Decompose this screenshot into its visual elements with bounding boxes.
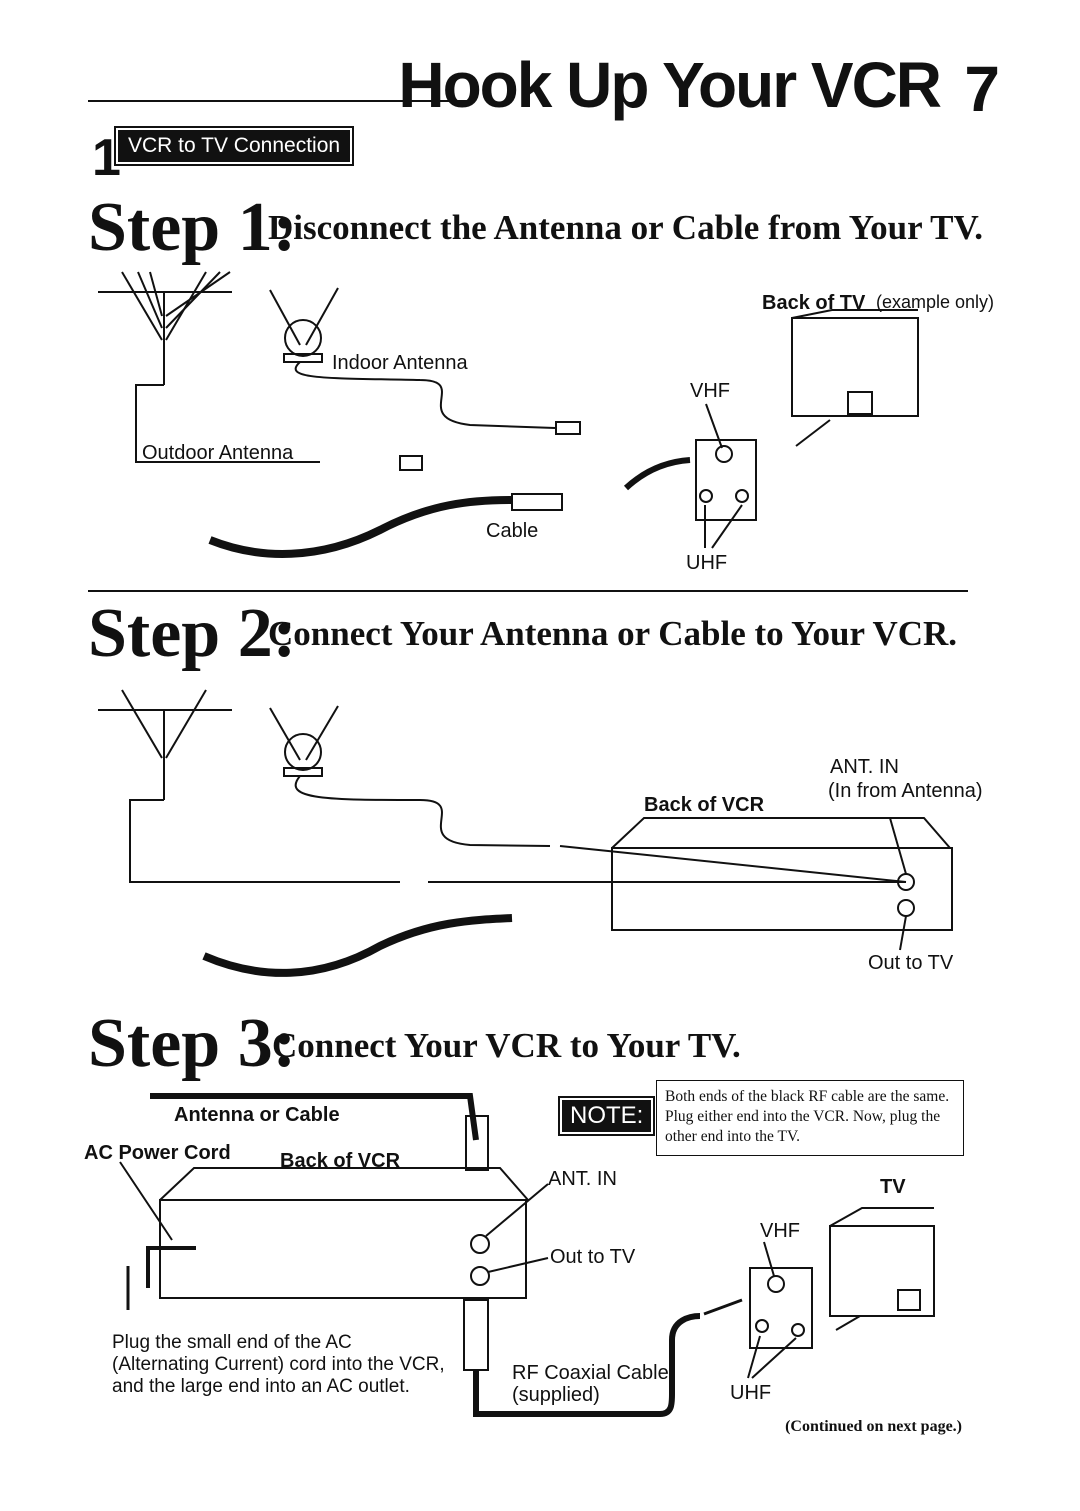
indoor-antenna-label: Indoor Antenna (332, 352, 468, 374)
vcr-back-icon-2 (428, 817, 953, 951)
vhf-label-3: VHF (760, 1220, 800, 1242)
outdoor-antenna-icon-2 (98, 689, 400, 883)
ac-caption-line-3: and the large end into an AC outlet. (112, 1375, 410, 1397)
rf-coaxial-cable-icon (473, 1313, 701, 1417)
antenna-or-cable-label: Antenna or Cable (174, 1104, 340, 1126)
antenna-cable-line-3 (150, 1093, 479, 1141)
cable-icon-2 (202, 914, 513, 977)
tv-label: TV (880, 1176, 906, 1198)
continued-note: (Continued on next page.) (785, 1418, 962, 1435)
step1-heading: Step 1: (88, 189, 297, 266)
outdoor-antenna-icon (98, 271, 320, 463)
back-of-vcr-label-3: Back of VCR (280, 1150, 401, 1172)
out-to-tv-label-3: Out to TV (550, 1246, 636, 1268)
uhf-label-1: UHF (686, 552, 728, 574)
page-number: 7 (964, 53, 1000, 125)
ac-power-cord-label: AC Power Cord (84, 1142, 231, 1164)
page-title: Hook Up Your VCR (398, 49, 942, 121)
divider-1 (88, 590, 968, 592)
out-to-tv-label-2: Out to TV (868, 952, 954, 974)
rf-cable-label-1: RF Coaxial Cable (512, 1362, 669, 1384)
cable-label: Cable (486, 520, 539, 542)
uhf-label-3: UHF (730, 1382, 772, 1404)
step2-heading: Step 2: (88, 595, 297, 672)
vcr-back-icon-3 (159, 1167, 549, 1299)
cable-plug-icon (511, 493, 563, 511)
step1-text: Disconnect the Antenna or Cable from You… (268, 208, 983, 247)
note-badge: NOTE: (557, 1096, 656, 1136)
cable-icon (208, 496, 513, 558)
ac-cord-pointer (119, 1161, 173, 1241)
back-of-tv-label: Back of TV (762, 292, 866, 314)
ant-in-label-3: ANT. IN (548, 1168, 617, 1190)
outdoor-plug-icon (399, 455, 423, 471)
vhf-label-1: VHF (690, 380, 730, 402)
ac-caption-line-2: (Alternating Current) cord into the VCR, (112, 1353, 445, 1375)
section-number: 1 (92, 129, 121, 187)
back-of-vcr-label-2: Back of VCR (644, 794, 765, 816)
ant-in-label-2: ANT. IN (830, 756, 899, 778)
step3-heading: Step 3: (88, 1005, 297, 1082)
ac-cord-icon (146, 1246, 196, 1288)
example-only-label: (example only) (876, 292, 995, 312)
indoor-antenna-icon (269, 287, 556, 429)
ac-caption: Plug the small end of the AC (Alternatin… (112, 1332, 452, 1398)
ac-caption-line-1: Plug the small end of the AC (112, 1332, 352, 1353)
antenna-terminal-panel-1 (695, 403, 757, 549)
tv-back-icon-1 (791, 309, 919, 447)
step3-text: Connect Your VCR to Your TV. (272, 1026, 741, 1065)
indoor-plug-icon (555, 421, 581, 435)
antenna-terminal-panel-3 (747, 1241, 813, 1379)
cable-plug-top-icon (465, 1115, 489, 1171)
title-rule (88, 100, 468, 102)
indoor-antenna-icon-2 (269, 705, 551, 847)
rf-cable-label-2: (supplied) (512, 1384, 600, 1406)
arrow-to-tv-icon (703, 1298, 743, 1316)
section-badge: VCR to TV Connection (113, 126, 355, 166)
outdoor-antenna-label: Outdoor Antenna (142, 442, 294, 464)
note-box: Both ends of the black RF cable are the … (656, 1080, 964, 1156)
arrow-to-panel-icon (623, 457, 691, 491)
in-from-antenna-label: (In from Antenna) (828, 780, 983, 802)
step2-text: Connect Your Antenna or Cable to Your VC… (268, 614, 958, 653)
cable-plug-bottom-icon (463, 1299, 489, 1371)
tv-back-icon-3 (829, 1207, 935, 1331)
